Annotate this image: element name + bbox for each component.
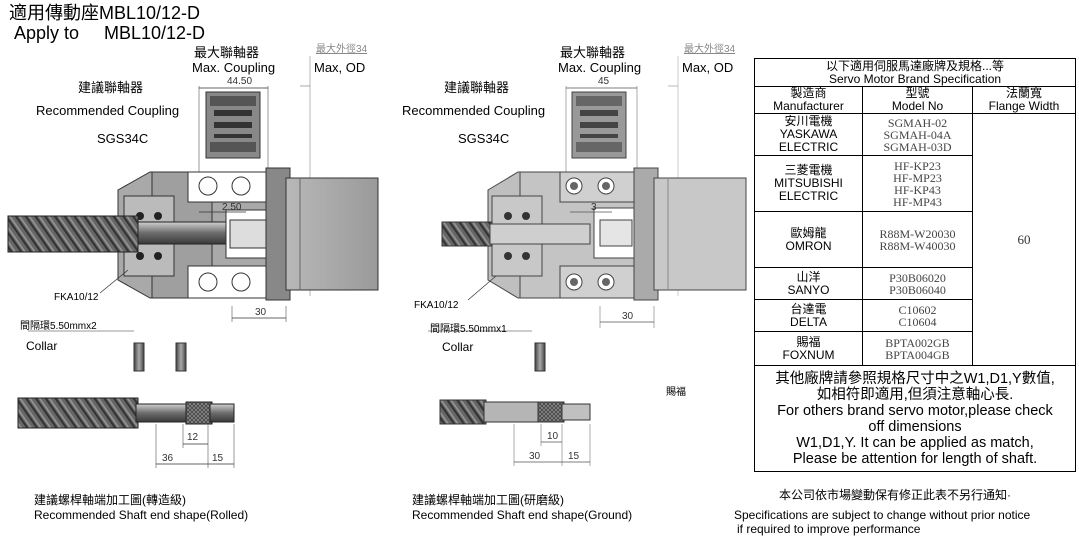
ground-stray-label: 賜福 xyxy=(666,387,686,398)
rolled-caption-cn: 建議螺桿軸端加工圖(轉造級) xyxy=(34,493,186,507)
ground-collar-cn: 間隔環5.50mmx1 xyxy=(430,324,507,335)
footer-notice-cn: 本公司依市場變動保有修正此表不另行通知· xyxy=(779,488,1011,502)
flange-width-value: 60 xyxy=(972,113,1076,366)
ground-recommended-en: Recommended Coupling xyxy=(402,103,546,118)
rolled-coupling-model: SGS34C xyxy=(97,131,149,146)
rolled-shaft-dim-c: 15 xyxy=(212,453,224,464)
ground-max-od-en: Max, OD xyxy=(682,60,734,75)
ground-shaft-dim-c: 15 xyxy=(568,451,580,462)
rolled-assembly xyxy=(7,56,379,332)
collar-part xyxy=(133,342,145,372)
rolled-dim-width: 44.50 xyxy=(227,76,252,87)
ground-coupling-model: SGS34C xyxy=(458,131,510,146)
footer-notice-en-1: Specifications are subject to change wit… xyxy=(734,508,1031,522)
ground-max-od-cn: 最大外徑34 xyxy=(684,44,736,55)
collar-part xyxy=(175,342,187,372)
servo-spec-table: 以下適用伺服馬達廠牌及規格...等 Servo Motor Brand Spec… xyxy=(754,58,1076,472)
rolled-max-coupling-cn: 最大聯軸器 xyxy=(194,45,260,60)
rolled-dim-gap: 2.50 xyxy=(222,202,242,213)
rolled-shaft-dim-b: 36 xyxy=(162,453,174,464)
rolled-recommended-cn: 建議聯軸器 xyxy=(78,80,144,95)
rolled-shaft-drawing xyxy=(17,397,235,468)
table-title: 以下適用伺服馬達廠牌及規格...等 Servo Motor Brand Spec… xyxy=(754,58,1076,87)
rolled-recommended-en: Recommended Coupling xyxy=(36,103,180,118)
footer-notice-en-2: if required to improve performance xyxy=(737,522,921,536)
rolled-caption-en: Recommended Shaft end shape(Rolled) xyxy=(34,508,249,522)
collar-part xyxy=(534,342,546,372)
ground-shaft-dim-a: 10 xyxy=(547,431,559,442)
title-cn: 適用傳動座MBL10/12-D xyxy=(9,3,201,23)
table-title-cn: 以下適用伺服馬達廠牌及規格...等 xyxy=(825,58,1004,73)
rolled-max-od-en: Max, OD xyxy=(314,60,366,75)
title-en-prefix: Apply to xyxy=(14,23,80,43)
rolled-shaft-dim-a: 12 xyxy=(187,432,199,443)
rolled-collar-en: Collar xyxy=(26,339,58,353)
table-title-en: Servo Motor Brand Specification xyxy=(828,71,1002,86)
ground-max-coupling-cn: 最大聯軸器 xyxy=(560,45,626,60)
rolled-max-coupling-en: Max. Coupling xyxy=(192,60,276,75)
rolled-max-od-cn: 最大外徑34 xyxy=(316,44,368,55)
rolled-collar-cn: 間隔環5.50mmx2 xyxy=(20,321,97,332)
ground-assembly xyxy=(428,56,747,332)
ground-shaft-drawing xyxy=(439,399,591,466)
ground-dim-width: 45 xyxy=(598,76,610,87)
ground-collar-en: Collar xyxy=(442,340,474,354)
table-note: 其他廠牌請參照規格尺寸中之W1,D1,Y數值, 如相符即適用,但須注意軸心長. … xyxy=(754,365,1076,472)
ground-dim-depth: 30 xyxy=(622,311,634,322)
title-en-model: MBL10/12-D xyxy=(104,23,206,43)
ground-max-coupling-en: Max. Coupling xyxy=(558,60,642,75)
ground-shaft-dim-b: 30 xyxy=(529,451,541,462)
ground-caption-cn: 建議螺桿軸端加工圖(研磨級) xyxy=(412,493,564,507)
rolled-bearing-label: FKA10/12 xyxy=(54,292,99,303)
ground-caption-en: Recommended Shaft end shape(Ground) xyxy=(412,508,633,522)
rolled-dim-depth: 30 xyxy=(255,307,267,318)
ground-bearing-label: FKA10/12 xyxy=(414,300,459,311)
ground-dim-gap: 3 xyxy=(591,202,597,213)
ground-recommended-cn: 建議聯軸器 xyxy=(444,80,510,95)
